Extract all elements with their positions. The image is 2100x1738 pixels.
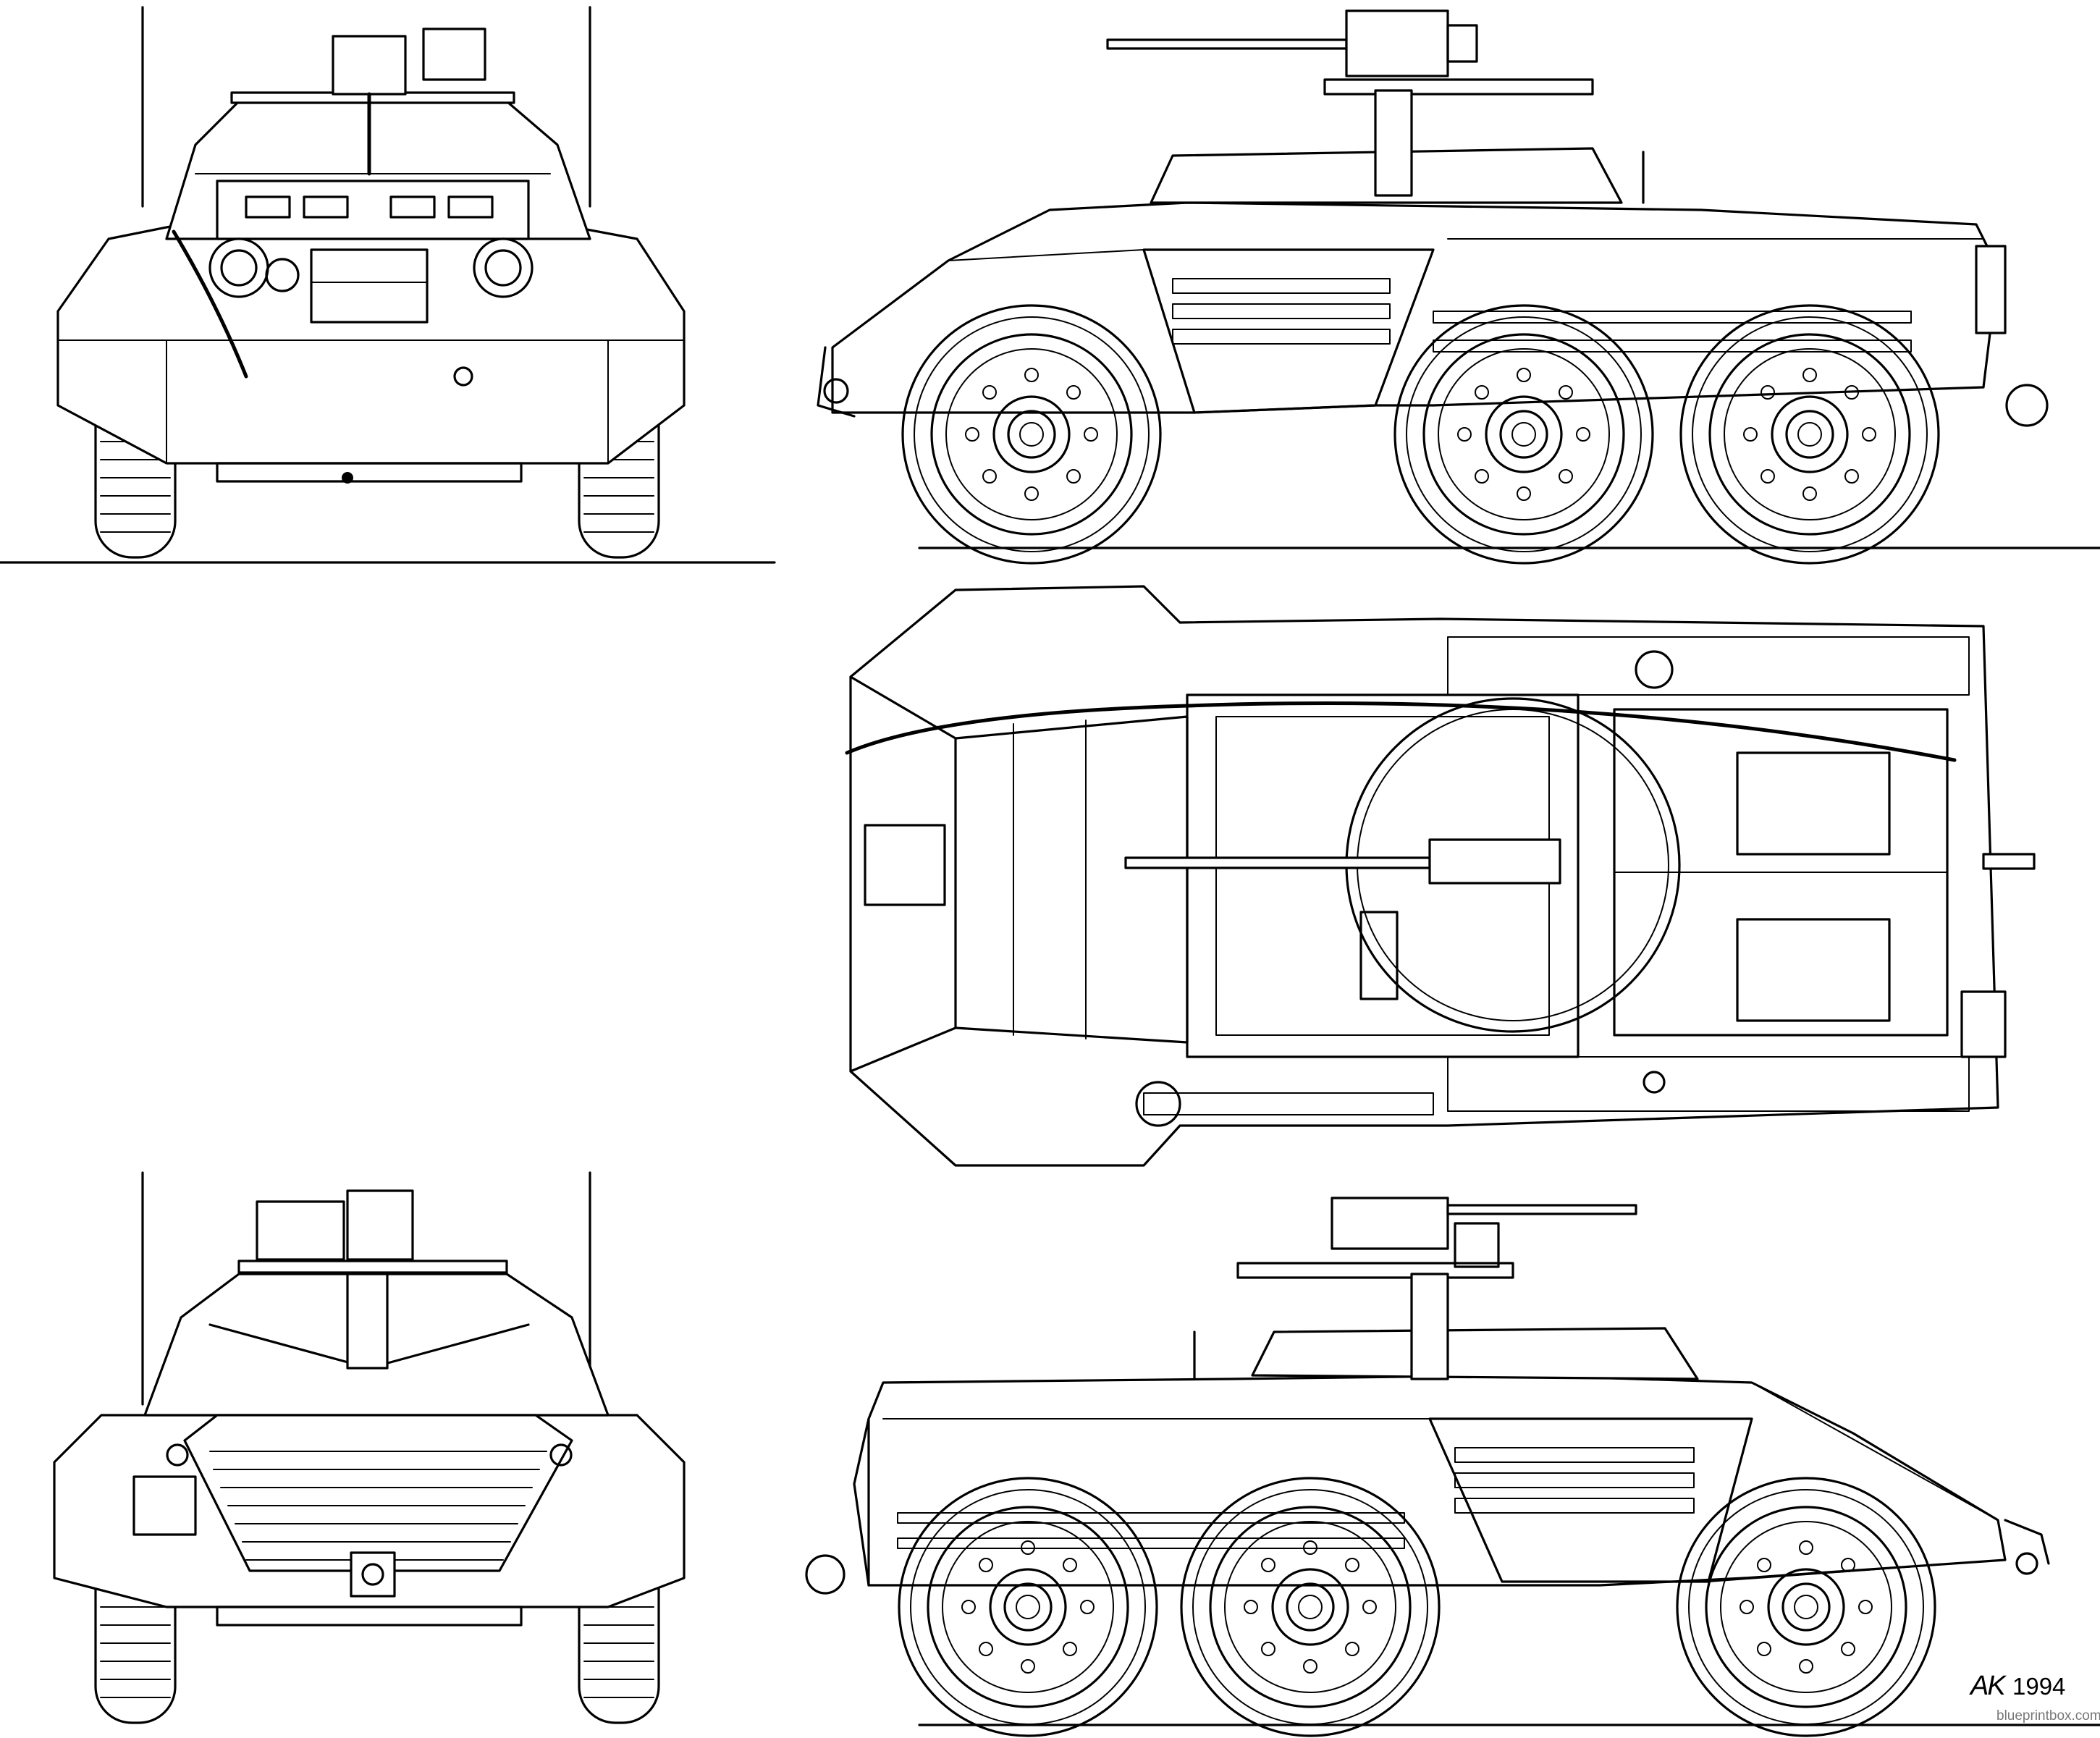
top-view — [845, 585, 2036, 1167]
watermark: blueprintbox.com — [1996, 1708, 2100, 1724]
signature: AK — [1970, 1671, 2006, 1701]
side-view-left — [817, 9, 2100, 565]
front-view — [0, 6, 776, 564]
rear-view — [53, 1171, 686, 1724]
year-label: 1994 — [2012, 1673, 2066, 1700]
side-view-right — [805, 1197, 2100, 1737]
